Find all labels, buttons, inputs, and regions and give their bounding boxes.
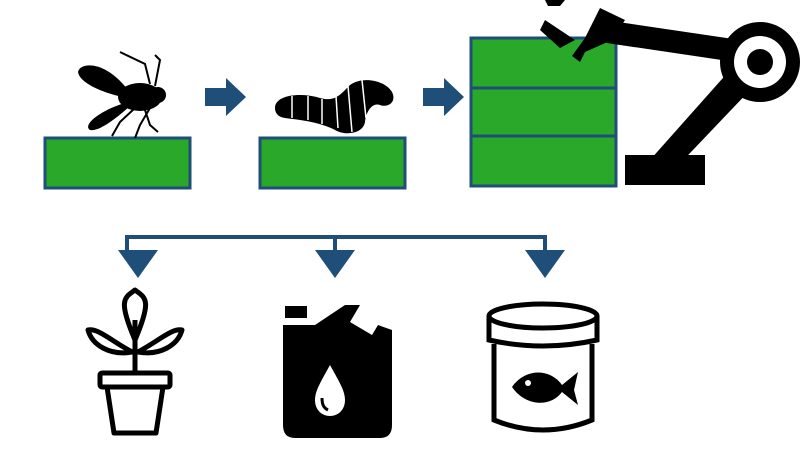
fish-food-jar-icon [486,301,600,433]
arrow-down-icon [315,250,355,278]
arrow-down-icon [525,250,565,278]
robot-arm-icon [540,0,800,185]
arrow-down-icon [118,250,158,278]
adult-fly-box [43,136,192,190]
stacked-crates [469,36,618,188]
larva-icon [275,79,394,134]
arrow-right-icon [205,78,246,116]
distribution-arrows [118,235,565,278]
plant-icon [85,287,185,436]
arrow-right-icon [423,78,464,116]
fly-icon [78,51,166,139]
larva-box [258,136,407,190]
oil-can-icon [283,305,392,438]
